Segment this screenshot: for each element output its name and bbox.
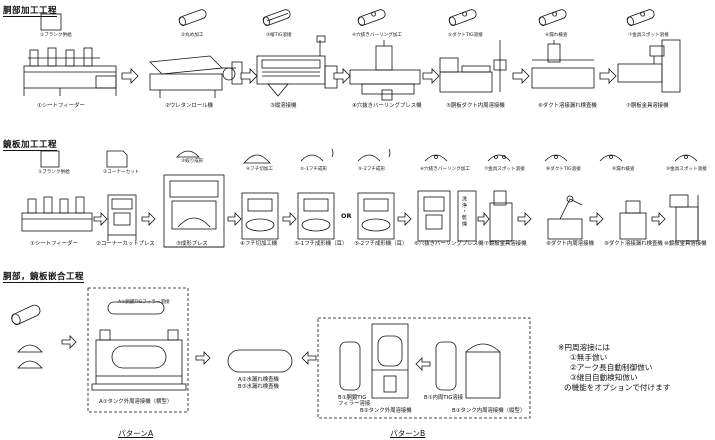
section-title-head: 鏡板加工工程: [3, 140, 58, 151]
row1-drawings: [23, 9, 681, 101]
r1-step1-bottom: ①シートフィーダー: [37, 103, 85, 109]
section-title-body: 胴部加工工程: [3, 6, 58, 17]
or-label: OR: [341, 212, 352, 220]
r2-step5b-bottom: ⑤-2フチ成形機（耳）: [354, 241, 408, 247]
r2-step1-bottom: ①シートフィーダー: [30, 241, 78, 247]
r3-check1: A②水漏れ検査機: [238, 377, 279, 383]
r1-step6-bottom: ⑥ダクト溶接漏れ検査機: [538, 103, 597, 109]
row2-drawings: [21, 148, 699, 248]
pattern-b-label: パターンB: [390, 429, 426, 438]
r1-step2-top: ②丸め加工: [181, 33, 204, 38]
r2-step3-top: ③絞り成形: [181, 159, 204, 164]
row3-drawings: [11, 287, 531, 419]
r1-step5-top: ⑤ダクトTIG溶接: [448, 33, 483, 38]
section-title-joint: 胴部，鏡板嵌合工程: [3, 272, 85, 283]
r1-step2-bottom: ②ウレタンロール機: [165, 103, 213, 109]
r2-step2-bottom: ②コーナーカットプレス: [96, 241, 155, 247]
r2-step4-bottom: ④フチ切加工機: [240, 241, 278, 247]
r2-step10-top: ⑩金具スポット溶接: [666, 167, 707, 172]
r1-step7-bottom: ⑦胴板金具溶接機: [626, 103, 669, 109]
r2-step4-top: ④フチ切加工: [246, 167, 274, 172]
r2-step8-top: ⑧ダクトTIG溶接: [546, 167, 581, 172]
r2-step8-bottom: ⑧ダクト内周溶接機: [546, 241, 594, 247]
r3-a-bottom: A①タンク外周溶接機（横型）: [99, 399, 173, 405]
r3-check2: B③水漏れ検査機: [238, 384, 279, 390]
r1-step3-bottom: ③縦溶接機: [270, 103, 297, 109]
r3-b-bottom2: B①内周TIG溶接: [424, 395, 464, 401]
note-footer: の機能をオプションで付けます: [564, 383, 671, 392]
wash-dry-label: 洗浄・乾燥: [461, 196, 467, 227]
note-title: ※円周溶接には: [558, 343, 610, 352]
note-item-3: ③継目自動検知倣い: [570, 373, 638, 382]
r1-step1-top: ①ブランク供給: [40, 33, 72, 38]
r2-step6-bottom: ⑥穴抜きバーリングプレス機: [414, 241, 484, 247]
r1-step6-top: ⑥漏れ検査: [545, 33, 568, 38]
r2-step2-top: ②コーナーカット: [103, 170, 140, 175]
r2-step9-bottom: ⑨ダクト溶接漏れ検査機: [604, 241, 663, 247]
r1-step5-bottom: ⑤胴板ダクト内周溶接機: [446, 103, 505, 109]
r2-step5a-top: ⑤-1フチ成形: [300, 167, 328, 172]
r2-step1-top: ①ブランク供給: [38, 170, 70, 175]
note-item-1: ①無手倣い: [570, 353, 608, 362]
pattern-a-label: パターンA: [118, 429, 154, 438]
r3-b-bottom3: B①タンク内周溶接機（縦型）: [452, 408, 526, 414]
r3-a-top: A①胴鏡TIGフィラー溶接: [118, 300, 170, 305]
r2-step7-top: ⑦金具スポット溶接: [484, 167, 525, 172]
r1-step4-top: ④穴抜きバーリング加工: [352, 33, 403, 38]
r2-step5a-bottom: ⑤-1フチ成形機（耳）: [294, 241, 348, 247]
r2-step5b-top: ⑤-2フチ成形: [358, 167, 386, 172]
r2-step6-top: ⑥穴抜きバーリング加工: [420, 167, 471, 172]
r3-b-bottom1: B②タンク外周溶接機: [360, 408, 412, 414]
r2-step9-top: ⑨漏れ検査: [612, 167, 635, 172]
r1-step4-bottom: ④穴抜きバーリングプレス機: [352, 103, 422, 109]
r2-step3-bottom: ③成形プレス: [176, 241, 208, 247]
note-item-2: ②アーク長自動制御倣い: [570, 363, 653, 372]
r2-step10-bottom: ⑩鏡板金具溶接機: [664, 241, 707, 247]
r3-b-side: B①胴鏡TIG フィラー溶接: [338, 395, 371, 407]
r1-step3-top: ③縦TIG溶接: [266, 33, 292, 38]
r1-step7-top: ⑦金具スポット溶接: [628, 33, 669, 38]
r2-step7-bottom: ⑦鏡板金具溶接機: [484, 241, 527, 247]
